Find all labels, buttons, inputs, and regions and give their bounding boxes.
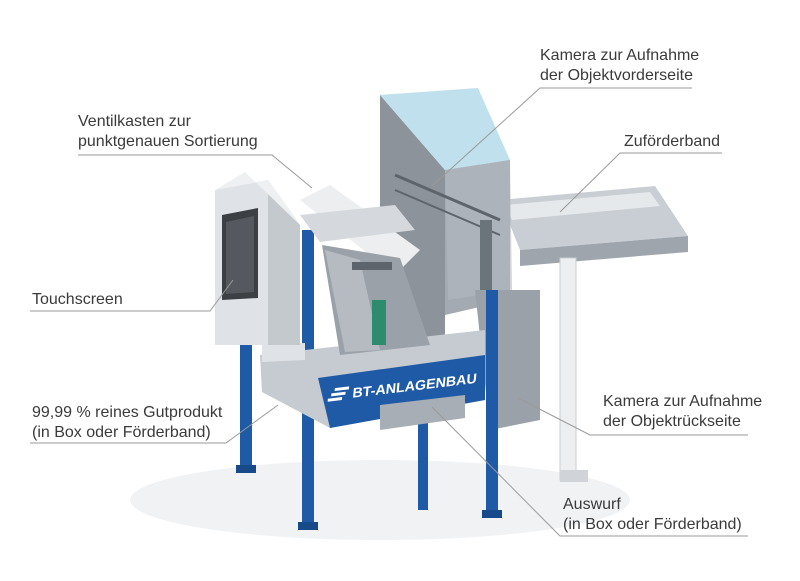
callout-line-touchscreen bbox=[30, 279, 234, 312]
feed-conveyor bbox=[500, 186, 688, 482]
label-camera-front: Kamera zur Aufnahme der Objektvorderseit… bbox=[540, 46, 699, 86]
callout-line-ejection bbox=[431, 406, 748, 537]
label-feed-belt: Zuförderband bbox=[624, 132, 720, 152]
callout-line-camera-back bbox=[517, 397, 748, 436]
label-good-product-line1: 99,99 % reines Gutprodukt bbox=[32, 404, 223, 421]
label-touchscreen: Touchscreen bbox=[32, 290, 123, 310]
touchscreen-cabinet bbox=[215, 172, 300, 345]
label-valve-box-line2: punktgenauen Sortierung bbox=[78, 133, 258, 150]
floor-shadow bbox=[130, 460, 630, 540]
collection-body bbox=[260, 330, 485, 430]
label-camera-front-line1: Kamera zur Aufnahme bbox=[540, 47, 700, 64]
callout-line-feed-belt bbox=[559, 152, 722, 213]
label-touchscreen-line1: Touchscreen bbox=[32, 291, 123, 308]
label-valve-box: Ventilkasten zur punktgenauen Sortierung bbox=[78, 112, 258, 152]
callout-line-valve-box bbox=[78, 154, 313, 189]
label-good-product: 99,99 % reines Gutprodukt (in Box oder F… bbox=[32, 403, 222, 443]
label-camera-back-line2: der Objektrückseite bbox=[603, 413, 741, 430]
label-camera-front-line2: der Objektvorderseite bbox=[540, 67, 693, 84]
label-ejection-line1: Auswurf bbox=[563, 496, 621, 513]
chute-valve-box bbox=[300, 185, 430, 355]
label-ejection-line2: (in Box oder Förderband) bbox=[563, 516, 742, 533]
label-valve-box-line1: Ventilkasten zur bbox=[78, 113, 191, 130]
label-camera-back: Kamera zur Aufnahme der Objektrückseite bbox=[603, 392, 762, 432]
label-ejection: Auswurf (in Box oder Förderband) bbox=[563, 495, 742, 535]
label-feed-belt-line1: Zuförderband bbox=[624, 133, 721, 150]
label-camera-back-line1: Kamera zur Aufnahme bbox=[603, 393, 763, 410]
frame-legs bbox=[236, 230, 502, 530]
callout-line-good-product bbox=[30, 404, 279, 444]
callout-line-camera-front bbox=[431, 87, 692, 187]
callout-lines bbox=[30, 87, 748, 537]
label-good-product-line2: (in Box oder Förderband) bbox=[32, 424, 211, 441]
